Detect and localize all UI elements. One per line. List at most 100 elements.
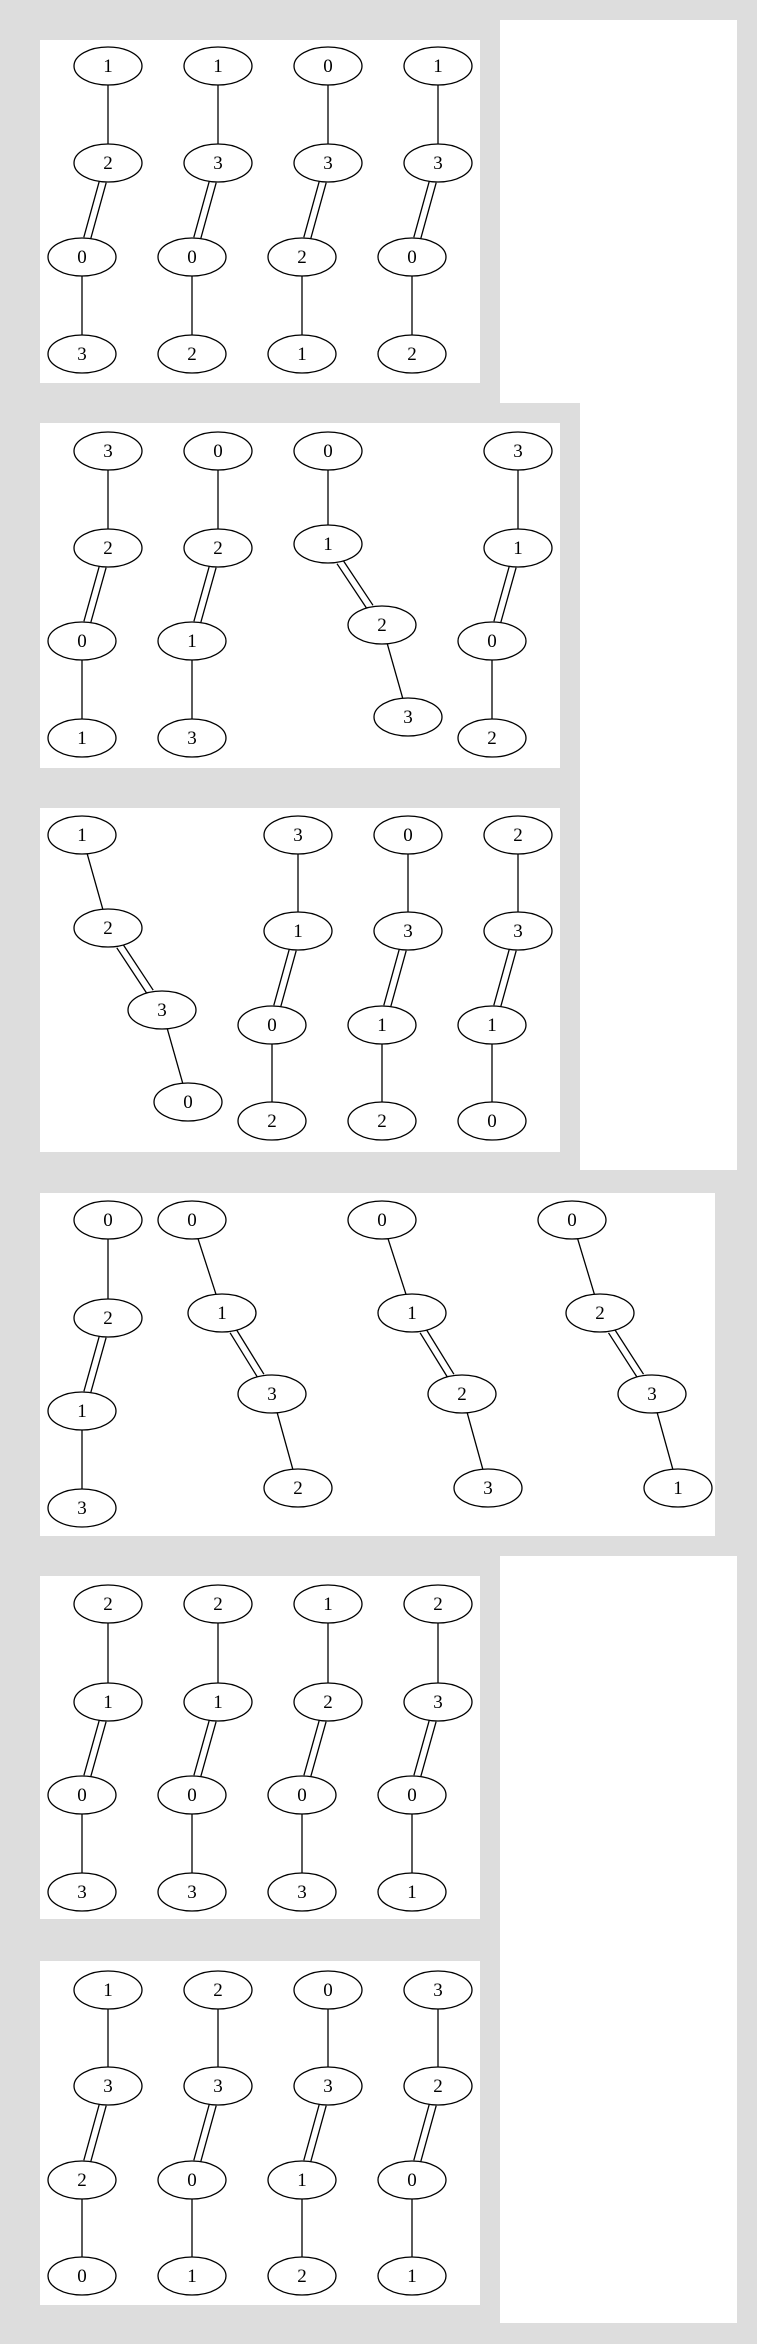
graph-node: 2 [73,908,143,948]
graph-node: 2 [47,2160,117,2200]
graph-node: 0 [157,2160,227,2200]
graph-panel [40,1576,480,1919]
double-bond-edge [499,567,517,624]
single-bond-edge [276,1412,294,1470]
graph-node: 2 [73,143,143,183]
node-ellipse [73,1682,143,1722]
node-label: 2 [595,1303,605,1324]
node-label: 0 [487,1111,497,1132]
node-ellipse [267,2160,337,2200]
graph-node: 3 [293,2066,363,2106]
double-bond-edge [309,2105,327,2163]
node-ellipse [47,2256,117,2296]
single-bond-edge [386,643,404,699]
node-label: 1 [103,1692,113,1713]
graph-node: 2 [377,334,447,374]
single-bond-edge [387,1238,407,1295]
node-label: 1 [673,1478,683,1499]
graph-node: 1 [377,2256,447,2296]
node-label: 3 [77,344,87,365]
node-label: 1 [297,2170,307,2191]
single-bond-edge [166,1028,184,1084]
graph-node: 1 [643,1468,713,1508]
node-label: 0 [487,631,497,652]
node-label: 3 [187,728,197,749]
node-ellipse [347,1101,417,1141]
node-ellipse [377,237,447,277]
graph-node: 2 [267,2256,337,2296]
graph-panel [500,1556,737,2323]
graph-node: 1 [157,2256,227,2296]
double-bond-edge [89,2105,107,2163]
double-bond-edge [607,1332,639,1379]
node-ellipse [403,1584,473,1624]
graph-node: 0 [293,431,363,471]
node-ellipse [267,2256,337,2296]
double-bond-edge [425,1328,455,1375]
node-label: 0 [403,825,413,846]
graph-node: 1 [263,911,333,951]
double-bond-edge [303,180,321,238]
graph-node: 0 [377,237,447,277]
double-bond-edge [389,950,407,1008]
double-bond-edge [383,948,401,1006]
double-bond-edge [413,1719,431,1776]
graph-node: 2 [403,1584,473,1624]
graph-node: 0 [377,2160,447,2200]
graph-node: 1 [157,621,227,661]
graph-node: 3 [183,143,253,183]
double-bond-edge [613,1328,645,1375]
node-label: 1 [487,1015,497,1036]
node-label: 1 [293,921,303,942]
graph-node: 3 [73,431,143,471]
graph-node: 0 [457,621,527,661]
node-ellipse [377,334,447,374]
graph-node: 2 [73,1298,143,1338]
node-label: 0 [323,1980,333,2001]
node-ellipse [157,2256,227,2296]
node-label: 1 [323,534,333,555]
graph-node: 3 [293,143,363,183]
node-ellipse [237,1374,307,1414]
node-ellipse [617,1374,687,1414]
node-ellipse [347,1200,417,1240]
node-ellipse [157,718,227,758]
node-ellipse [183,1584,253,1624]
node-ellipse [293,46,363,86]
node-ellipse [377,1293,447,1333]
node-label: 0 [323,56,333,77]
graph-node: 1 [457,1005,527,1045]
graph-node: 2 [427,1374,497,1414]
double-bond-edge [336,563,368,610]
node-label: 0 [377,1210,387,1231]
node-label: 1 [187,2266,197,2287]
double-bond-edge [235,1328,265,1375]
node-ellipse [293,524,363,564]
single-bond-edge [656,1412,674,1470]
node-ellipse [403,1970,473,2010]
graph-node: 2 [73,1584,143,1624]
node-ellipse [293,1584,363,1624]
double-bond-edge [303,1719,321,1776]
node-ellipse [483,911,553,951]
graph-node: 2 [263,1468,333,1508]
graph-panel [40,1193,715,1536]
graph-node: 2 [267,237,337,277]
graph-node: 0 [293,46,363,86]
node-ellipse [267,1872,337,1912]
node-label: 1 [407,2266,417,2287]
node-label: 3 [513,441,523,462]
double-bond-edge [493,565,511,622]
graph-node: 1 [47,815,117,855]
graph-node: 3 [403,1970,473,2010]
double-bond-edge [193,180,211,238]
node-ellipse [47,2160,117,2200]
node-ellipse [157,237,227,277]
node-ellipse [483,528,553,568]
double-bond-edge [229,1332,259,1379]
graph-node: 2 [403,2066,473,2106]
graph-node: 1 [267,334,337,374]
double-bond-edge [193,2103,211,2161]
node-ellipse [565,1293,635,1333]
